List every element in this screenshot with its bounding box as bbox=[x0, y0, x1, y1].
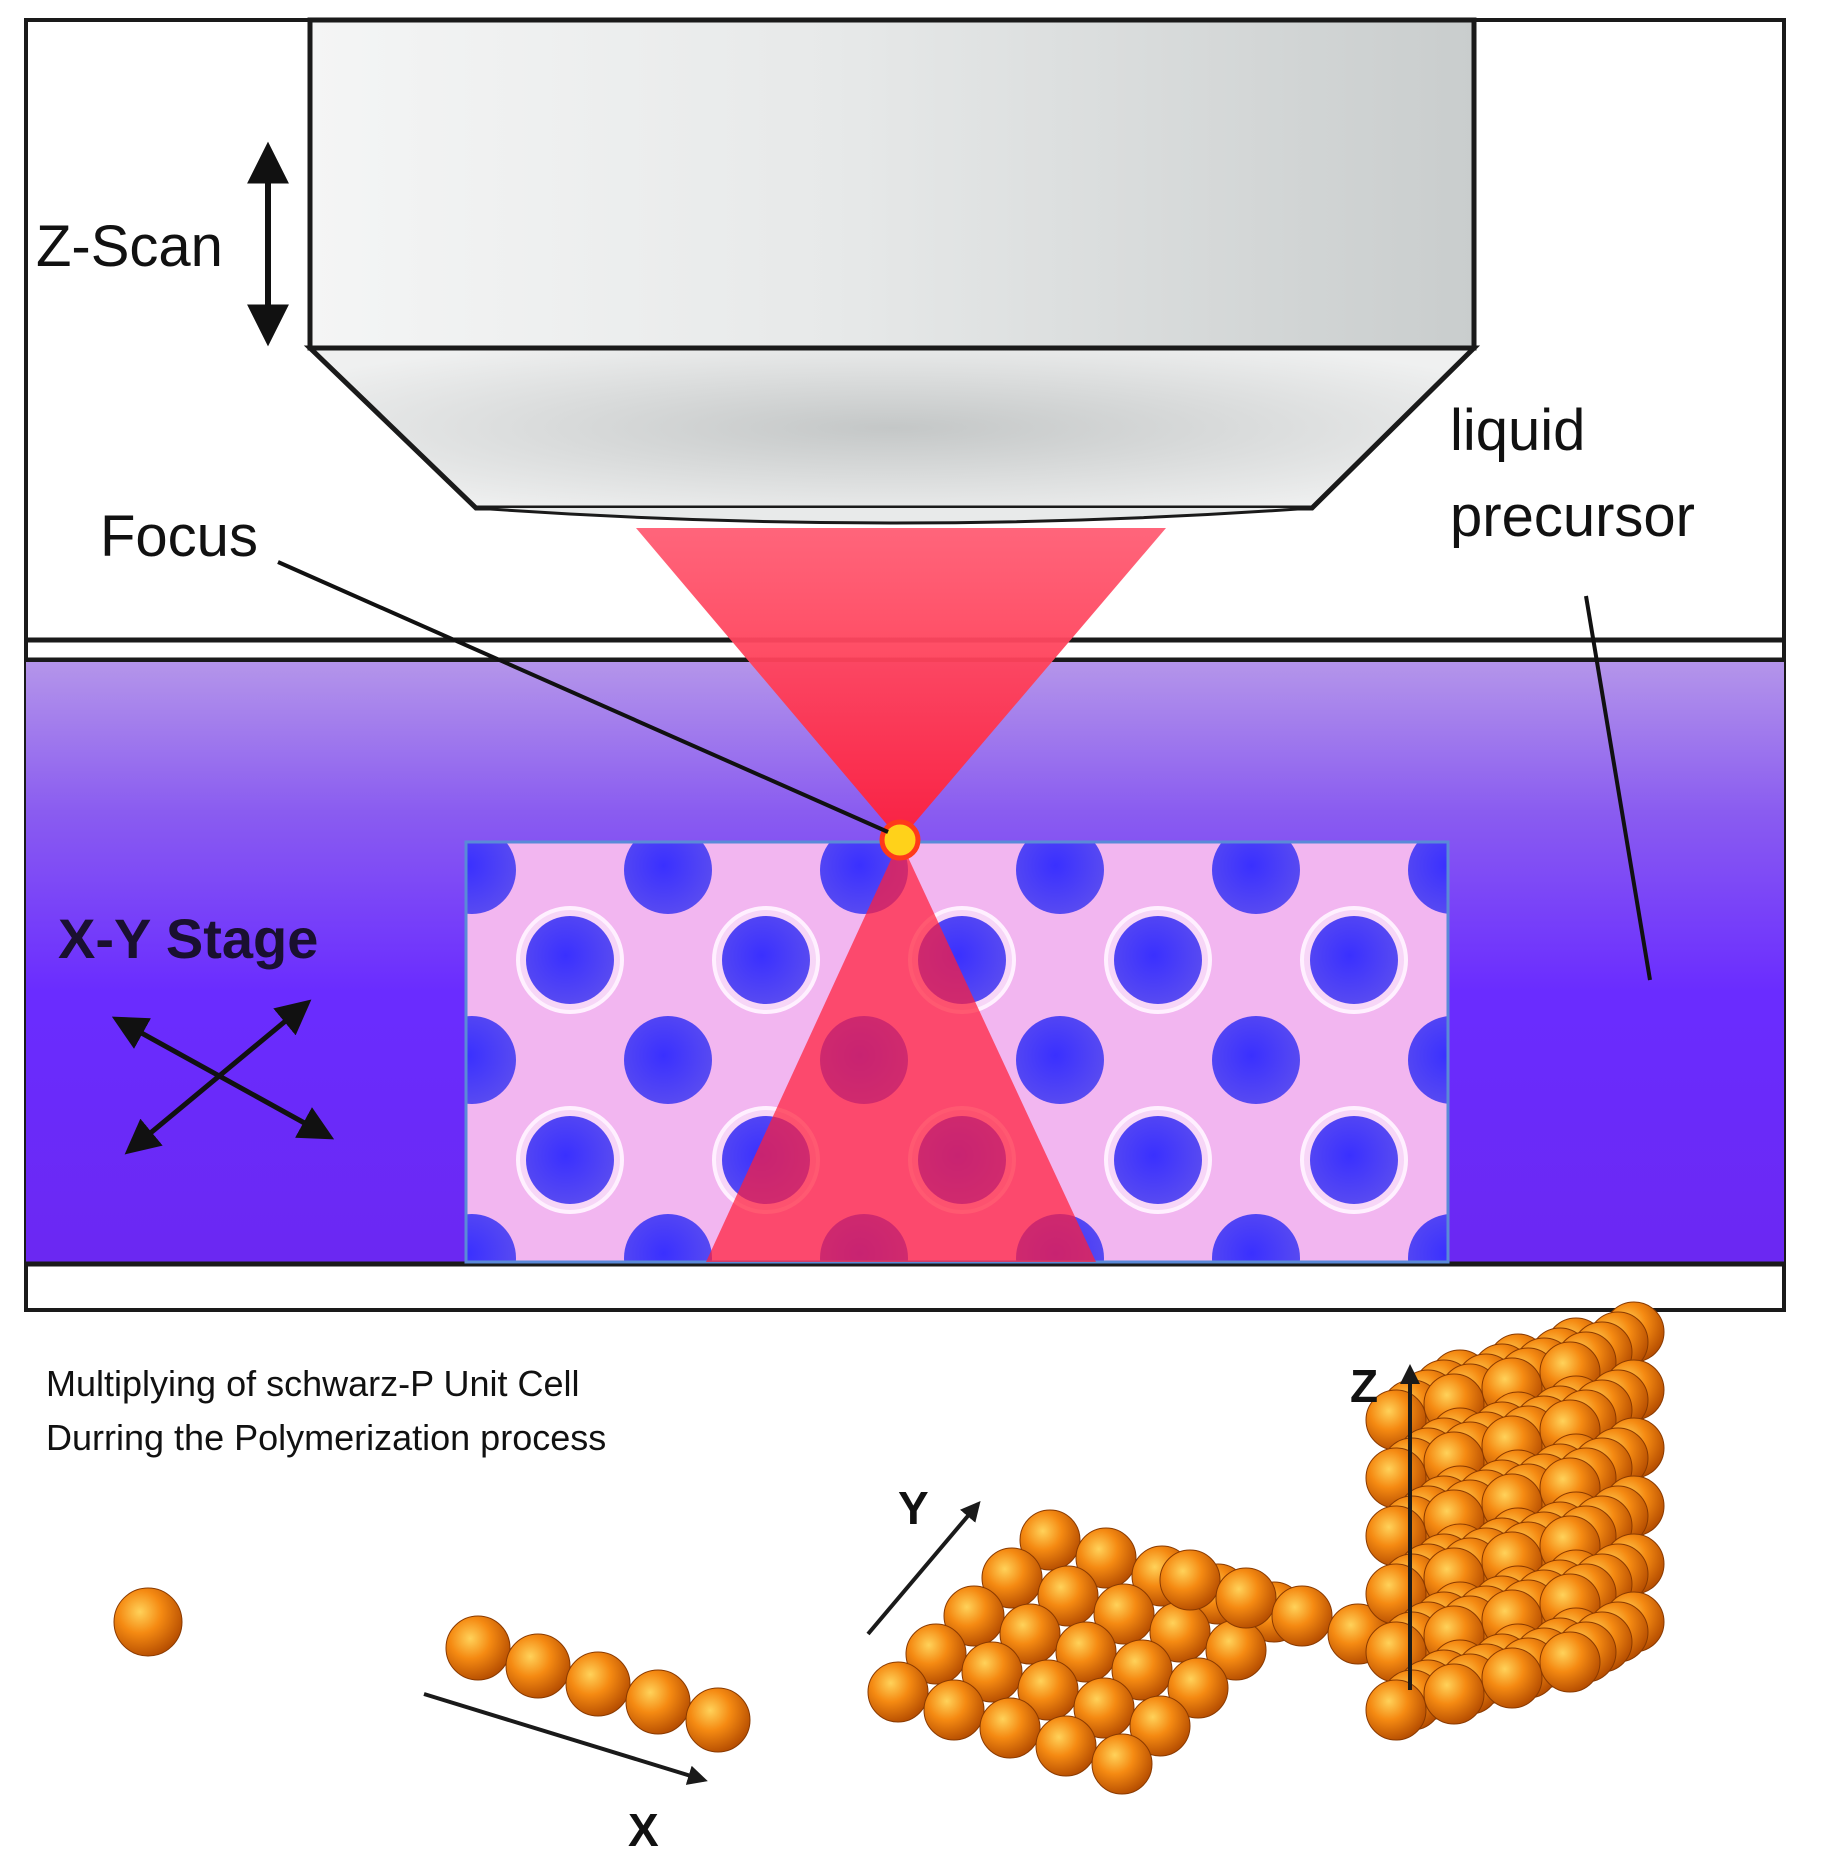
unit-cell-sphere bbox=[1019, 1509, 1081, 1571]
unit-cell-sphere bbox=[943, 1585, 1005, 1647]
unit-cell-sphere bbox=[961, 1641, 1023, 1703]
y-axis-arrow-icon bbox=[866, 1500, 981, 1636]
unit-cell-sphere bbox=[1017, 1659, 1079, 1721]
laser-beam-diverging bbox=[706, 840, 1096, 1262]
caption-line-2: Durring the Polymerization process bbox=[46, 1417, 606, 1458]
precursor-label: precursor bbox=[1450, 484, 1695, 549]
unit-cell-sphere bbox=[999, 1603, 1061, 1665]
xy-stage-label: X-Y Stage bbox=[58, 907, 318, 970]
unit-cell-sphere bbox=[1111, 1639, 1173, 1701]
unit-cell-sphere bbox=[1093, 1583, 1155, 1645]
focus-spot bbox=[879, 819, 921, 861]
xy-arrow-diag2-icon bbox=[124, 999, 312, 1155]
lattice-hole bbox=[1408, 1016, 1448, 1104]
unit-cell-sphere bbox=[113, 1587, 183, 1657]
z-scan-label: Z-Scan bbox=[36, 214, 223, 279]
unit-cell-sphere bbox=[565, 1651, 631, 1717]
unit-cell-sphere bbox=[1423, 1663, 1485, 1725]
unit-cell-sphere bbox=[981, 1547, 1043, 1609]
lattice-hole bbox=[722, 916, 810, 1004]
unit-cell-sphere bbox=[1055, 1621, 1117, 1683]
lattice-hole bbox=[1310, 916, 1398, 1004]
unit-cell-volume-xyz bbox=[1365, 1301, 1665, 1741]
liquid-label: liquid bbox=[1450, 398, 1585, 463]
unit-cell-sphere bbox=[979, 1697, 1041, 1759]
focus-label: Focus bbox=[100, 504, 258, 569]
unit-cell-sphere bbox=[1075, 1527, 1137, 1589]
unit-cell-sphere bbox=[505, 1633, 571, 1699]
lattice-hole bbox=[466, 1214, 516, 1262]
unit-cell-sphere bbox=[445, 1615, 511, 1681]
lattice-hole bbox=[1016, 1016, 1104, 1104]
unit-cell-row-x bbox=[445, 1615, 751, 1753]
unit-cell-sphere bbox=[923, 1679, 985, 1741]
unit-cell-sphere bbox=[867, 1661, 929, 1723]
unit-cell-sphere bbox=[1215, 1567, 1277, 1629]
objective-lens-tip bbox=[303, 345, 1481, 511]
unit-cell-plane-xy bbox=[867, 1509, 1389, 1795]
lattice-hole bbox=[466, 1016, 516, 1104]
lattice-hole bbox=[1408, 842, 1448, 914]
lattice-hole bbox=[1016, 842, 1104, 914]
x-axis-label: X bbox=[628, 1804, 659, 1854]
unit-cell-sphere bbox=[1037, 1565, 1099, 1627]
unit-cell-sphere bbox=[1073, 1677, 1135, 1739]
unit-cell-sphere bbox=[1481, 1647, 1543, 1709]
lattice-hole bbox=[1212, 1214, 1300, 1262]
lattice-structure bbox=[466, 842, 1448, 1262]
unit-cell-sphere bbox=[1539, 1631, 1601, 1693]
lattice-hole bbox=[526, 916, 614, 1004]
unit-cell-sphere bbox=[905, 1623, 967, 1685]
unit-cell-sphere bbox=[1035, 1715, 1097, 1777]
lattice-hole bbox=[1212, 1016, 1300, 1104]
unit-cell-sphere bbox=[1091, 1733, 1153, 1795]
lattice-hole bbox=[624, 1214, 712, 1262]
objective-lens-body bbox=[307, 17, 1477, 351]
y-axis-label: Y bbox=[898, 1482, 929, 1534]
lattice-hole bbox=[466, 842, 516, 914]
lattice-hole bbox=[1114, 916, 1202, 1004]
lattice-hole bbox=[1212, 842, 1300, 914]
x-axis-arrow-icon bbox=[423, 1692, 708, 1785]
unit-cell-sphere bbox=[1159, 1549, 1221, 1611]
objective-front-element bbox=[475, 506, 1313, 525]
lattice-hole bbox=[1408, 1214, 1448, 1262]
unit-cell-sphere bbox=[625, 1669, 691, 1735]
z-axis-label: Z bbox=[1350, 1360, 1378, 1412]
lattice-hole bbox=[624, 842, 712, 914]
single-unit-cell bbox=[113, 1587, 183, 1657]
lattice-hole bbox=[526, 1116, 614, 1204]
unit-cell-sphere bbox=[685, 1687, 751, 1753]
unit-cell-sphere bbox=[1129, 1695, 1191, 1757]
caption-line-1: Multiplying of schwarz-P Unit Cell bbox=[46, 1363, 580, 1404]
lattice-hole bbox=[624, 1016, 712, 1104]
laser-beam-converging bbox=[636, 528, 1166, 840]
lattice-hole bbox=[1310, 1116, 1398, 1204]
focus-pointer-line bbox=[277, 560, 889, 834]
unit-cell-sphere bbox=[1365, 1679, 1427, 1741]
lattice-hole bbox=[1114, 1116, 1202, 1204]
unit-cell-sphere bbox=[1167, 1657, 1229, 1719]
liquid-precursor-pointer-line bbox=[1584, 595, 1652, 981]
unit-cell-sphere bbox=[1271, 1585, 1333, 1647]
